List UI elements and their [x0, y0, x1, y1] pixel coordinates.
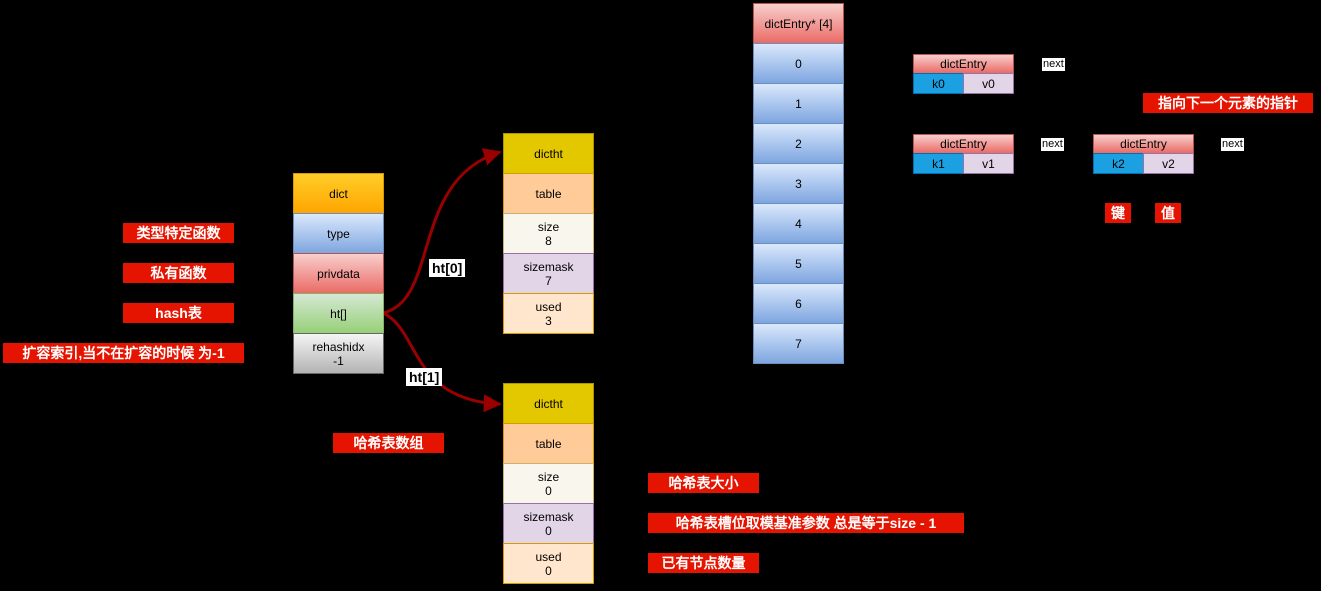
annotation-rehashidx: 扩容索引,当不在扩容的时候 为-1 [3, 343, 244, 363]
annotation-privdata: 私有函数 [123, 263, 234, 283]
dict-title-cell: dict [293, 173, 384, 214]
annotation-type: 类型特定函数 [123, 223, 234, 243]
entry-title: dictEntry [913, 134, 1014, 154]
bucket-slot: 4 [753, 203, 844, 244]
bucket-slot: 3 [753, 163, 844, 204]
dictht0-title-cell: dictht [503, 133, 594, 174]
annotation-key: 键 [1105, 203, 1131, 223]
entry-value: v0 [963, 73, 1014, 94]
entry-title: dictEntry [913, 54, 1014, 74]
dictht1-table-cell: table [503, 423, 594, 464]
bucket-slot: 5 [753, 243, 844, 284]
dictht1-title-cell: dictht [503, 383, 594, 424]
next-label: next [1041, 138, 1064, 151]
dict-privdata-cell: privdata [293, 253, 384, 294]
annotation-hash-array: 哈希表数组 [333, 433, 444, 453]
annotation-ht: hash表 [123, 303, 234, 323]
entry-key: k1 [913, 153, 964, 174]
bucket-slot: 2 [753, 123, 844, 164]
ht1-label: ht[1] [406, 368, 443, 386]
next-label: next [1042, 58, 1065, 71]
bucket-slot: 6 [753, 283, 844, 324]
arrow-ht1 [382, 311, 502, 413]
bucket-array-title: dictEntry* [4] [753, 3, 844, 44]
dict-type-cell: type [293, 213, 384, 254]
bucket-slot: 7 [753, 323, 844, 364]
entry-value: v1 [963, 153, 1014, 174]
bucket-slot: 0 [753, 43, 844, 84]
entry-title: dictEntry [1093, 134, 1194, 154]
arrow-ht0 [382, 148, 502, 315]
dict-rehashidx-cell: rehashidx -1 [293, 333, 384, 374]
bucket-slot: 1 [753, 83, 844, 124]
annotation-size: 哈希表大小 [648, 473, 759, 493]
annotation-sizemask: 哈希表槽位取模基准参数 总是等于size - 1 [648, 513, 964, 533]
entry-key: k0 [913, 73, 964, 94]
dict-ht-cell: ht[] [293, 293, 384, 334]
entry-value: v2 [1143, 153, 1194, 174]
dictht0-table-cell: table [503, 173, 594, 214]
ht0-label: ht[0] [429, 259, 466, 277]
annotation-used: 已有节点数量 [648, 553, 759, 573]
annotation-value: 值 [1155, 203, 1181, 223]
annotation-next: 指向下一个元素的指针 [1143, 93, 1313, 113]
next-label: next [1221, 138, 1244, 151]
entry-key: k2 [1093, 153, 1144, 174]
